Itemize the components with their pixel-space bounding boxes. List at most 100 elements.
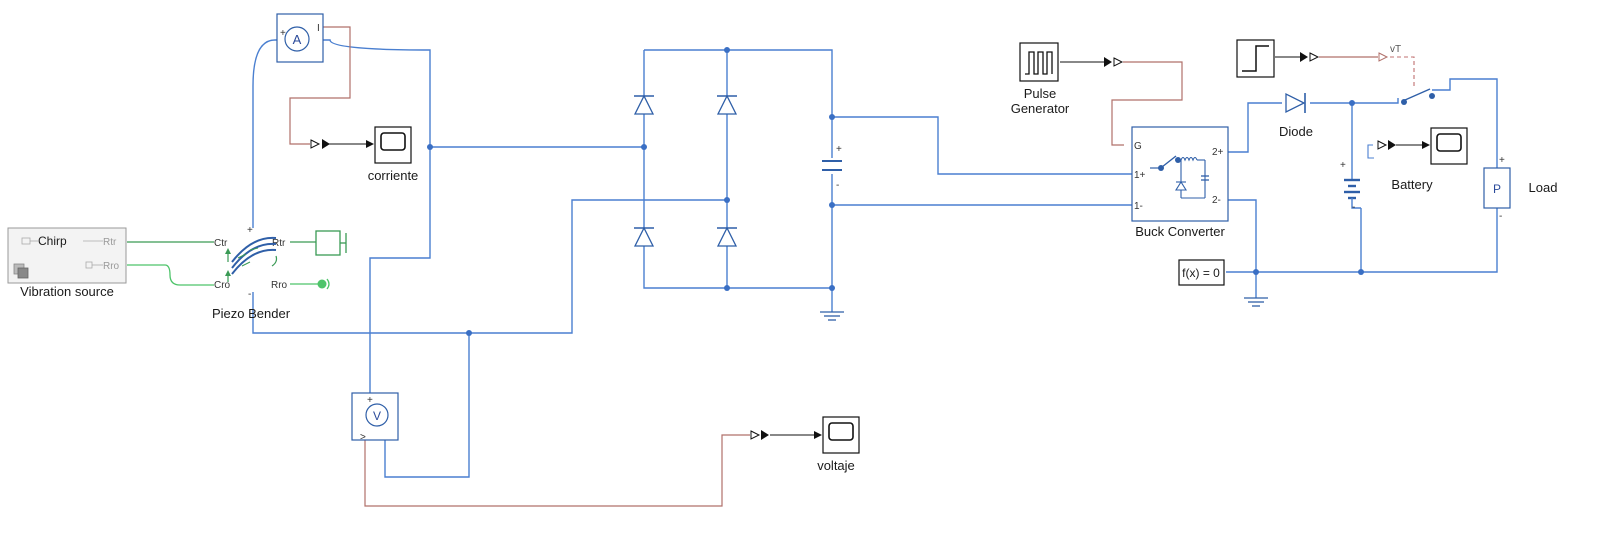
wire-chirp-rro-to-cro[interactable] — [127, 264, 214, 286]
vibration-source-label: Vibration source — [20, 284, 114, 299]
wire-bridge-frame[interactable] — [643, 49, 833, 289]
signal-switch-control[interactable] — [1390, 56, 1415, 88]
piezo-minus: - — [248, 289, 251, 300]
buck-port-1minus: 1- — [1134, 201, 1143, 212]
signal-ammeter-to-scope[interactable] — [289, 26, 351, 145]
piezo-bender-block[interactable]: + - Ctr Cro Rtr Rro Piezo Bender — [212, 225, 291, 321]
solver-configuration-block[interactable]: f(x) = 0 — [1178, 259, 1225, 286]
junction-dot — [829, 114, 835, 120]
diode-label: Diode — [1279, 124, 1313, 139]
switch-contact-icon — [1429, 93, 1435, 99]
piezo-bender-icon — [231, 236, 277, 263]
wire-switch-to-load[interactable] — [1432, 78, 1498, 168]
junction-dots — [427, 47, 1364, 336]
wire-bottom-return[interactable] — [1226, 208, 1498, 273]
switch-blade-icon — [1404, 88, 1431, 101]
electrical-ground-1[interactable] — [820, 311, 844, 321]
scope-screen-icon — [1436, 133, 1462, 152]
battery-plus: + — [1340, 160, 1346, 171]
solver-frame — [1178, 259, 1225, 286]
load-frame — [1483, 167, 1511, 209]
load-minus: - — [1499, 211, 1502, 222]
junction-dot — [1358, 269, 1364, 275]
diode-icon — [716, 94, 738, 115]
output-diode-block[interactable]: Diode — [1279, 92, 1313, 139]
arrow-head — [814, 431, 822, 439]
capacitor-minus: - — [836, 180, 839, 191]
arrow-head — [761, 430, 769, 440]
pulse-generator-label-line1: Pulse — [1024, 86, 1057, 101]
piezo-bender-icon — [231, 248, 277, 275]
wire-voltmeter-minus[interactable] — [384, 333, 470, 478]
signal-voltmeter-to-scope[interactable] — [364, 434, 750, 507]
ps-converter-arrow — [310, 139, 321, 149]
junction-dot — [724, 285, 730, 291]
arrow-head — [1300, 52, 1308, 62]
voltmeter-port-minus: > — [360, 432, 366, 443]
electrical-ground-2[interactable] — [1244, 297, 1268, 307]
diode-icon — [716, 226, 738, 247]
junction-dot — [466, 330, 472, 336]
goto-tag-arrow — [1378, 52, 1389, 62]
current-sensor-block[interactable]: A + I — [276, 13, 324, 63]
junction-dot — [1349, 100, 1355, 106]
battery-minus: - — [1352, 202, 1355, 213]
arrow-head — [322, 139, 330, 149]
wire-battery-sensor[interactable] — [1367, 144, 1374, 159]
buck-port-2plus: 2+ — [1212, 147, 1224, 158]
arrow-head — [1104, 57, 1112, 67]
buck-port-1plus: 1+ — [1134, 170, 1146, 181]
arrow-head — [1388, 140, 1396, 150]
scope-current-label: corriente — [368, 168, 419, 183]
diode-icon — [1285, 92, 1306, 114]
signal-pulse-to-gate[interactable] — [1111, 61, 1183, 146]
pulse-generator-label-line2: Generator — [1011, 101, 1070, 116]
voltage-sensor-block[interactable]: V + > — [351, 392, 399, 443]
piezo-port-ctr: Ctr — [214, 238, 228, 249]
wire-piezo-minus-to-bridge[interactable] — [252, 199, 727, 334]
ammeter-icon — [284, 26, 310, 52]
arrow-head — [1422, 141, 1430, 149]
buck-port-g: G — [1134, 141, 1142, 152]
battery-label: Battery — [1391, 177, 1433, 192]
ammeter-port-out: I — [317, 23, 320, 34]
chirp-title: Chirp — [38, 234, 67, 248]
diode-bridge[interactable] — [633, 94, 738, 247]
scope-corriente[interactable]: corriente — [368, 126, 419, 183]
switch-block[interactable] — [1401, 88, 1435, 105]
ammeter-symbol: A — [293, 32, 302, 47]
vibration-source-block[interactable]: Chirp Rtr Rro Vibration source — [7, 227, 127, 299]
wire-piezo-to-ammeter[interactable] — [252, 39, 283, 228]
chirp-port-rro: Rro — [103, 261, 120, 272]
pulse-generator-block[interactable]: Pulse Generator — [1011, 42, 1070, 116]
buck-converter-block[interactable]: G 1+ 1- 2+ 2- Buck Converter — [1131, 126, 1229, 239]
electrical-wires — [252, 39, 1498, 478]
mechanical-wires — [127, 241, 320, 286]
diode-icon — [633, 94, 655, 115]
load-block[interactable]: P + - Load — [1483, 155, 1557, 222]
step-block[interactable] — [1236, 39, 1275, 78]
ps-converter-arrow — [1377, 140, 1388, 150]
wire-node-to-voltmeter-plus[interactable] — [369, 147, 431, 393]
scope-battery[interactable] — [1430, 127, 1468, 165]
mechanical-reference-block[interactable] — [317, 278, 330, 290]
junction-dot — [724, 47, 730, 53]
buck-schematic-icon — [1150, 155, 1209, 199]
subsystem-icon — [17, 267, 29, 279]
rotational-damper-block[interactable] — [315, 230, 347, 256]
piezo-plus: + — [247, 225, 253, 236]
ammeter-port-plus: + — [280, 28, 286, 39]
voltmeter-icon — [365, 403, 389, 427]
junction-dot — [641, 144, 647, 150]
wire-cap-plus-to-buck[interactable] — [832, 116, 1132, 175]
wire-buck-to-diode[interactable] — [1228, 102, 1282, 153]
junction-dot — [829, 285, 835, 291]
scope-voltage-label: voltaje — [817, 458, 855, 473]
capacitor-block[interactable]: + - — [822, 144, 842, 191]
battery-block[interactable]: + - Battery — [1340, 160, 1433, 213]
wire-buck-2minus[interactable] — [1228, 199, 1257, 272]
scope-voltaje[interactable]: voltaje — [817, 416, 860, 473]
wire-diode-to-switch[interactable] — [1310, 98, 1399, 104]
wire-ammeter-to-node[interactable] — [323, 39, 431, 147]
